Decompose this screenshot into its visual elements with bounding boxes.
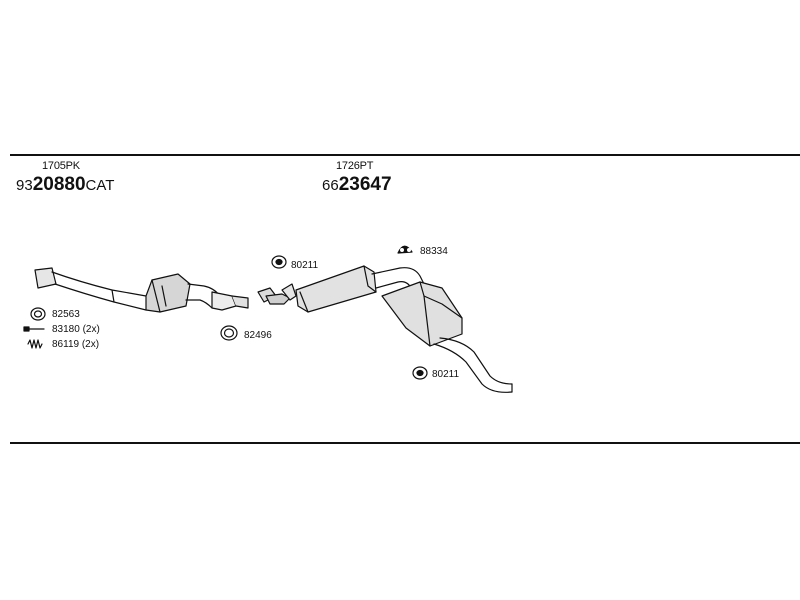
label-82496: 82496 bbox=[244, 330, 272, 341]
label-86119: 86119 (2x) bbox=[52, 339, 100, 350]
right-group-ref: 1726PT bbox=[336, 160, 374, 172]
right-group-part-number: 6623647 bbox=[322, 174, 392, 196]
middle-muffler bbox=[257, 265, 513, 393]
right-part-prefix: 66 bbox=[322, 177, 339, 194]
ring-82496-icon bbox=[220, 325, 238, 341]
gasket-82563-icon bbox=[30, 307, 46, 321]
left-part-main: 20880 bbox=[32, 174, 86, 195]
left-group-part-number: 9320880CAT bbox=[16, 174, 114, 196]
label-80211-bottom: 80211 bbox=[432, 369, 460, 380]
left-group-ref: 1705PK bbox=[42, 160, 80, 172]
spring-86119-icon bbox=[27, 339, 43, 349]
label-88334: 88334 bbox=[420, 246, 448, 257]
bottom-divider bbox=[10, 442, 800, 444]
left-part-prefix: 93 bbox=[16, 177, 33, 194]
label-83180: 83180 (2x) bbox=[52, 324, 100, 335]
bolt-83180-icon bbox=[23, 326, 45, 332]
right-part-main: 23647 bbox=[338, 174, 392, 195]
rubber-hanger-80211-bottom-icon bbox=[412, 366, 428, 380]
left-part-suffix: CAT bbox=[85, 177, 115, 194]
front-pipe-catalyst bbox=[34, 267, 249, 313]
top-divider bbox=[10, 154, 800, 156]
label-82563: 82563 bbox=[52, 309, 80, 320]
label-80211-top: 80211 bbox=[291, 260, 319, 271]
rubber-hanger-88334-icon bbox=[397, 245, 413, 254]
rubber-hanger-80211-top-icon bbox=[271, 255, 287, 269]
